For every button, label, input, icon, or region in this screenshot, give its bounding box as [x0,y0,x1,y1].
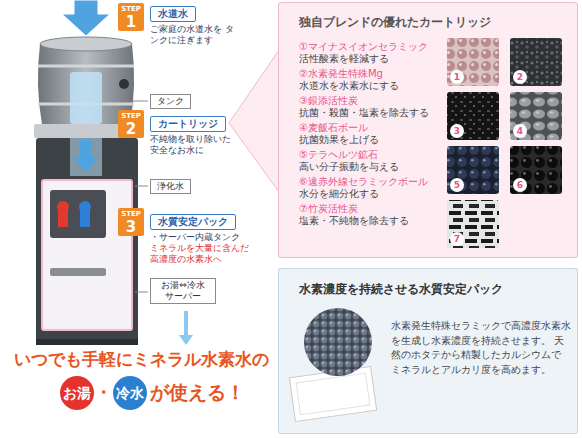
material-name: ⑦竹炭活性炭 [299,203,358,215]
material-name: ①マイナスイオンセラミック [299,41,428,53]
water-server [79,201,91,213]
step-badge: STEP3 [118,208,144,236]
material-photos [447,200,499,248]
callout-number: 6 [513,178,527,192]
part-label: お湯⇔冷水 サーバー [157,280,209,302]
step-badge: STEP2 [118,110,144,138]
water-server [34,0,140,345]
panel-grounds [278,2,578,258]
badge-circle-text: お湯 [63,385,91,401]
step-title: 水道水 [158,8,188,20]
panel-grounds [229,50,279,192]
material-effect: 塩素・不純物を除去する [299,215,409,227]
step-description-text: ミネラルを大量に含んだ 高濃度の水素水へ [150,243,254,265]
leader-lines [135,186,148,187]
callout-number: 5 [450,178,464,192]
material-effect: 高い分子振動を与える [299,161,399,173]
part-label-box: タンク [150,94,191,109]
water-server [70,138,102,176]
flow-arrow [179,335,193,345]
pack-photo [289,308,376,421]
step-description: ご家庭の水道水を タンクに注ぎます [150,24,236,46]
water-server [73,140,99,172]
step-label: STEP [118,208,144,219]
panel-heading: 水素濃度を持続させる水質安定パック [299,282,503,296]
callout-number: 2 [513,70,527,84]
material-name: ②水素発生特殊Mg [299,68,383,80]
slogan-text: いつでも手軽にミネラル水素水の [14,351,269,368]
material-name: ③銀添活性炭 [299,95,358,107]
badge-circle-text: 冷水 [116,385,144,401]
water-server [119,79,129,89]
step-description-text: ご家庭の水道水を タンクに注ぎます [150,24,236,46]
water-server [36,339,138,345]
badge-circle: お湯 [60,376,94,410]
material-photos [510,38,562,86]
material-effect: 活性酸素を軽減する [299,53,389,65]
info-panel: 独自ブレンドの優れたカートリッジ ①マイナスイオンセラミック活性酸素を軽減する ②水… [278,2,578,258]
step-description-text: ・サーバー内蔵タンク [150,232,254,243]
part-label-box: 浄化水 [150,179,191,194]
callout-number: 1 [450,70,464,84]
step-description: ・サーバー内蔵タンクミネラルを大量に含んだ 高濃度の水素水へ [150,232,254,265]
step-label: 1 [118,14,144,30]
step-label: STEP [118,3,144,14]
material-photos [447,146,499,194]
step-title-box: 水道水ご家庭の水道水を タンクに注ぎます [150,6,196,22]
callout-number: 7 [450,232,464,246]
step-label: STEP [118,110,144,121]
material-photos [510,146,562,194]
part-label: 浄化水 [157,181,184,192]
step-description-text: 不純物を取り除いた 安全なお水に [150,134,238,156]
panel-grounds [229,2,578,434]
flow-arrow [179,311,193,345]
step-title: 水質安定パック [158,216,228,228]
material-name: ⑤テラヘルツ鉱石 [299,149,378,161]
material-effect: 抗菌・殺菌・塩素を除去する [299,107,429,119]
leader-lines [135,292,148,293]
material-photos [447,92,499,140]
part-label-box: お湯⇔冷水 サーバー [150,278,216,304]
material-name: ⑥遠赤外線セラミックボール [299,176,428,188]
badge-circle: 冷水 [113,376,147,410]
panel-grounds [278,268,578,434]
water-server [70,72,102,124]
water-server [50,190,106,238]
pack-photo [304,308,372,376]
water-server [36,138,138,345]
material-photos [447,38,499,86]
step-label: 3 [118,219,144,235]
water-server [38,65,134,68]
slogan-text: ・ [95,384,112,401]
step-badge: STEP1 [118,3,144,31]
material-effect: 水道水を水素水にする [299,80,399,92]
step-description: 不純物を取り除いた 安全なお水に [150,134,238,156]
panel-heading: 独自ブレンドの優れたカートリッジ [299,15,491,29]
leader-lines [132,101,148,102]
step-label: 2 [118,121,144,137]
info-panel: 水素濃度を持続させる水質安定パック水素発生特殊セラミックで高濃度水素水 を生成し… [278,268,578,434]
material-photos [510,92,562,140]
part-label: タンク [157,96,184,107]
material-effect: 抗菌効果を上げる [299,134,379,146]
step-title: カートリッジ [158,118,218,130]
slogan-text: が使える！ [150,383,245,402]
material-name: ④麦飯石ボール [299,122,368,134]
material-effect: 水分を細分化する [299,188,379,200]
water-server [62,0,110,36]
water-server [42,180,132,330]
water-server [50,268,106,276]
step-title-box: カートリッジ不純物を取り除いた 安全なお水に [150,116,226,132]
pack-photo [296,373,370,414]
callout-number: 4 [513,124,527,138]
material-photos [447,38,562,248]
water-server [40,37,132,51]
panel-body: 水素発生特殊セラミックで高濃度水素水 を生成し水素濃度を持続させます。 天然のホ… [391,319,573,377]
flow-arrow [184,311,188,336]
water-server [57,201,69,213]
step-title-box: 水質安定パック・サーバー内蔵タンクミネラルを大量に含んだ 高濃度の水素水へ [150,214,236,230]
callout-number: 3 [450,124,464,138]
